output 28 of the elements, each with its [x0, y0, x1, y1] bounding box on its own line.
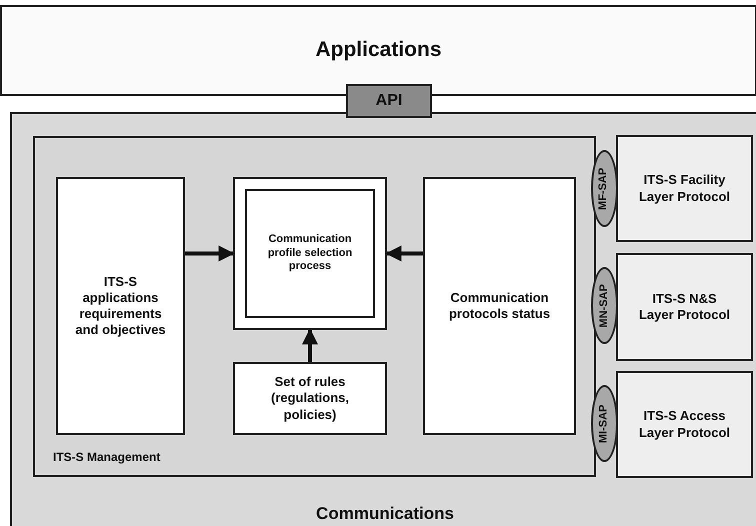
- process-box: [616, 253, 753, 361]
- node-label: ITS-S N&S Layer Protocol: [638, 290, 731, 324]
- interface-tab: [346, 84, 432, 118]
- process-box: [423, 177, 576, 435]
- node-label: ITS-S Facility Layer Protocol: [638, 172, 731, 205]
- arrow: [385, 246, 423, 262]
- layer-band: [0, 5, 756, 96]
- layer-band: [10, 112, 756, 526]
- arrow: [302, 328, 318, 362]
- node-label: Applications: [315, 37, 442, 64]
- sap-label: MF-SAP: [598, 167, 611, 210]
- node-label: ITS-S Access Layer Protocol: [638, 408, 731, 441]
- process-box: [616, 371, 753, 478]
- sap-label: MN-SAP: [598, 284, 611, 328]
- process-box: [616, 135, 753, 242]
- process-box: [233, 362, 387, 435]
- node-label: Communication profile selection process: [266, 232, 354, 274]
- node-label: ITS-S applications requirements and objectives: [74, 274, 167, 338]
- node-label: Communication protocols status: [448, 290, 552, 322]
- process-box: [56, 177, 185, 435]
- double-framed-box: [233, 177, 387, 330]
- node-label: ITS-S Management: [53, 450, 160, 465]
- sap-label: MI-SAP: [598, 404, 611, 443]
- node-label: API: [376, 91, 402, 111]
- node-label: Communications: [316, 502, 454, 524]
- arrow: [185, 246, 235, 262]
- management-panel: [33, 136, 596, 477]
- node-label: Set of rules (regulations, policies): [270, 374, 350, 423]
